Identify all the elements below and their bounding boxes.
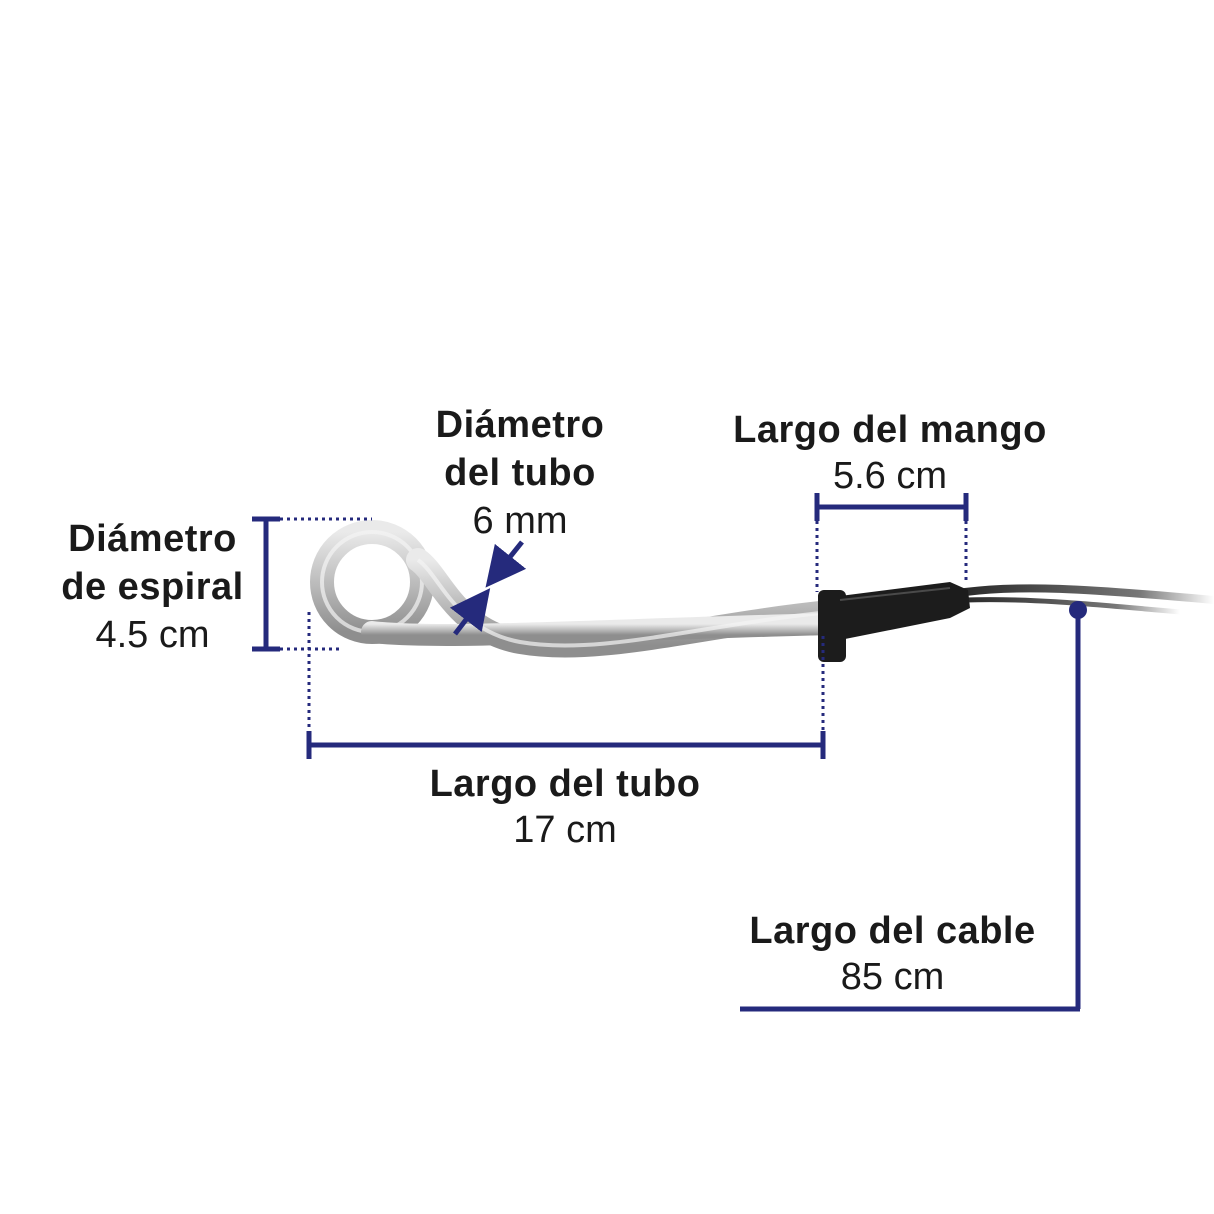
handle-length-label: Largo del mango 5.6 cm — [710, 411, 1070, 495]
cable-length-value: 85 cm — [840, 956, 945, 998]
tube-length-title: Largo del tubo — [429, 763, 701, 805]
cable-length-leader — [740, 601, 1087, 1012]
heating-tube — [310, 520, 842, 658]
coil-diameter-value: 4.5 cm — [95, 614, 210, 656]
tube-diameter-arrows — [449, 540, 527, 636]
coil-diameter-label: Diámetro de espiral 4.5 cm — [40, 520, 265, 654]
tube-diameter-title-2: del tubo — [444, 452, 596, 494]
power-cable — [961, 584, 1214, 615]
tube-length-value: 17 cm — [513, 809, 617, 851]
coil-diameter-title-2: de espiral — [61, 566, 244, 608]
handle — [818, 582, 970, 662]
tube-diameter-title-1: Diámetro — [435, 404, 605, 446]
cable-length-label: Largo del cable 85 cm — [720, 912, 1065, 996]
handle-length-title: Largo del mango — [733, 409, 1047, 451]
tube-length-label: Largo del tubo 17 cm — [395, 765, 735, 849]
coil-diameter-title-1: Diámetro — [68, 518, 237, 560]
heater-illustration — [310, 520, 1214, 662]
cable-length-title: Largo del cable — [749, 910, 1036, 952]
tube-diameter-value: 6 mm — [472, 500, 568, 542]
tube-diameter-label: Diámetro del tubo 6 mm — [410, 406, 630, 540]
handle-length-value: 5.6 cm — [832, 455, 948, 497]
handle-length-dimension — [814, 493, 969, 592]
tube-length-dimension — [306, 612, 826, 759]
